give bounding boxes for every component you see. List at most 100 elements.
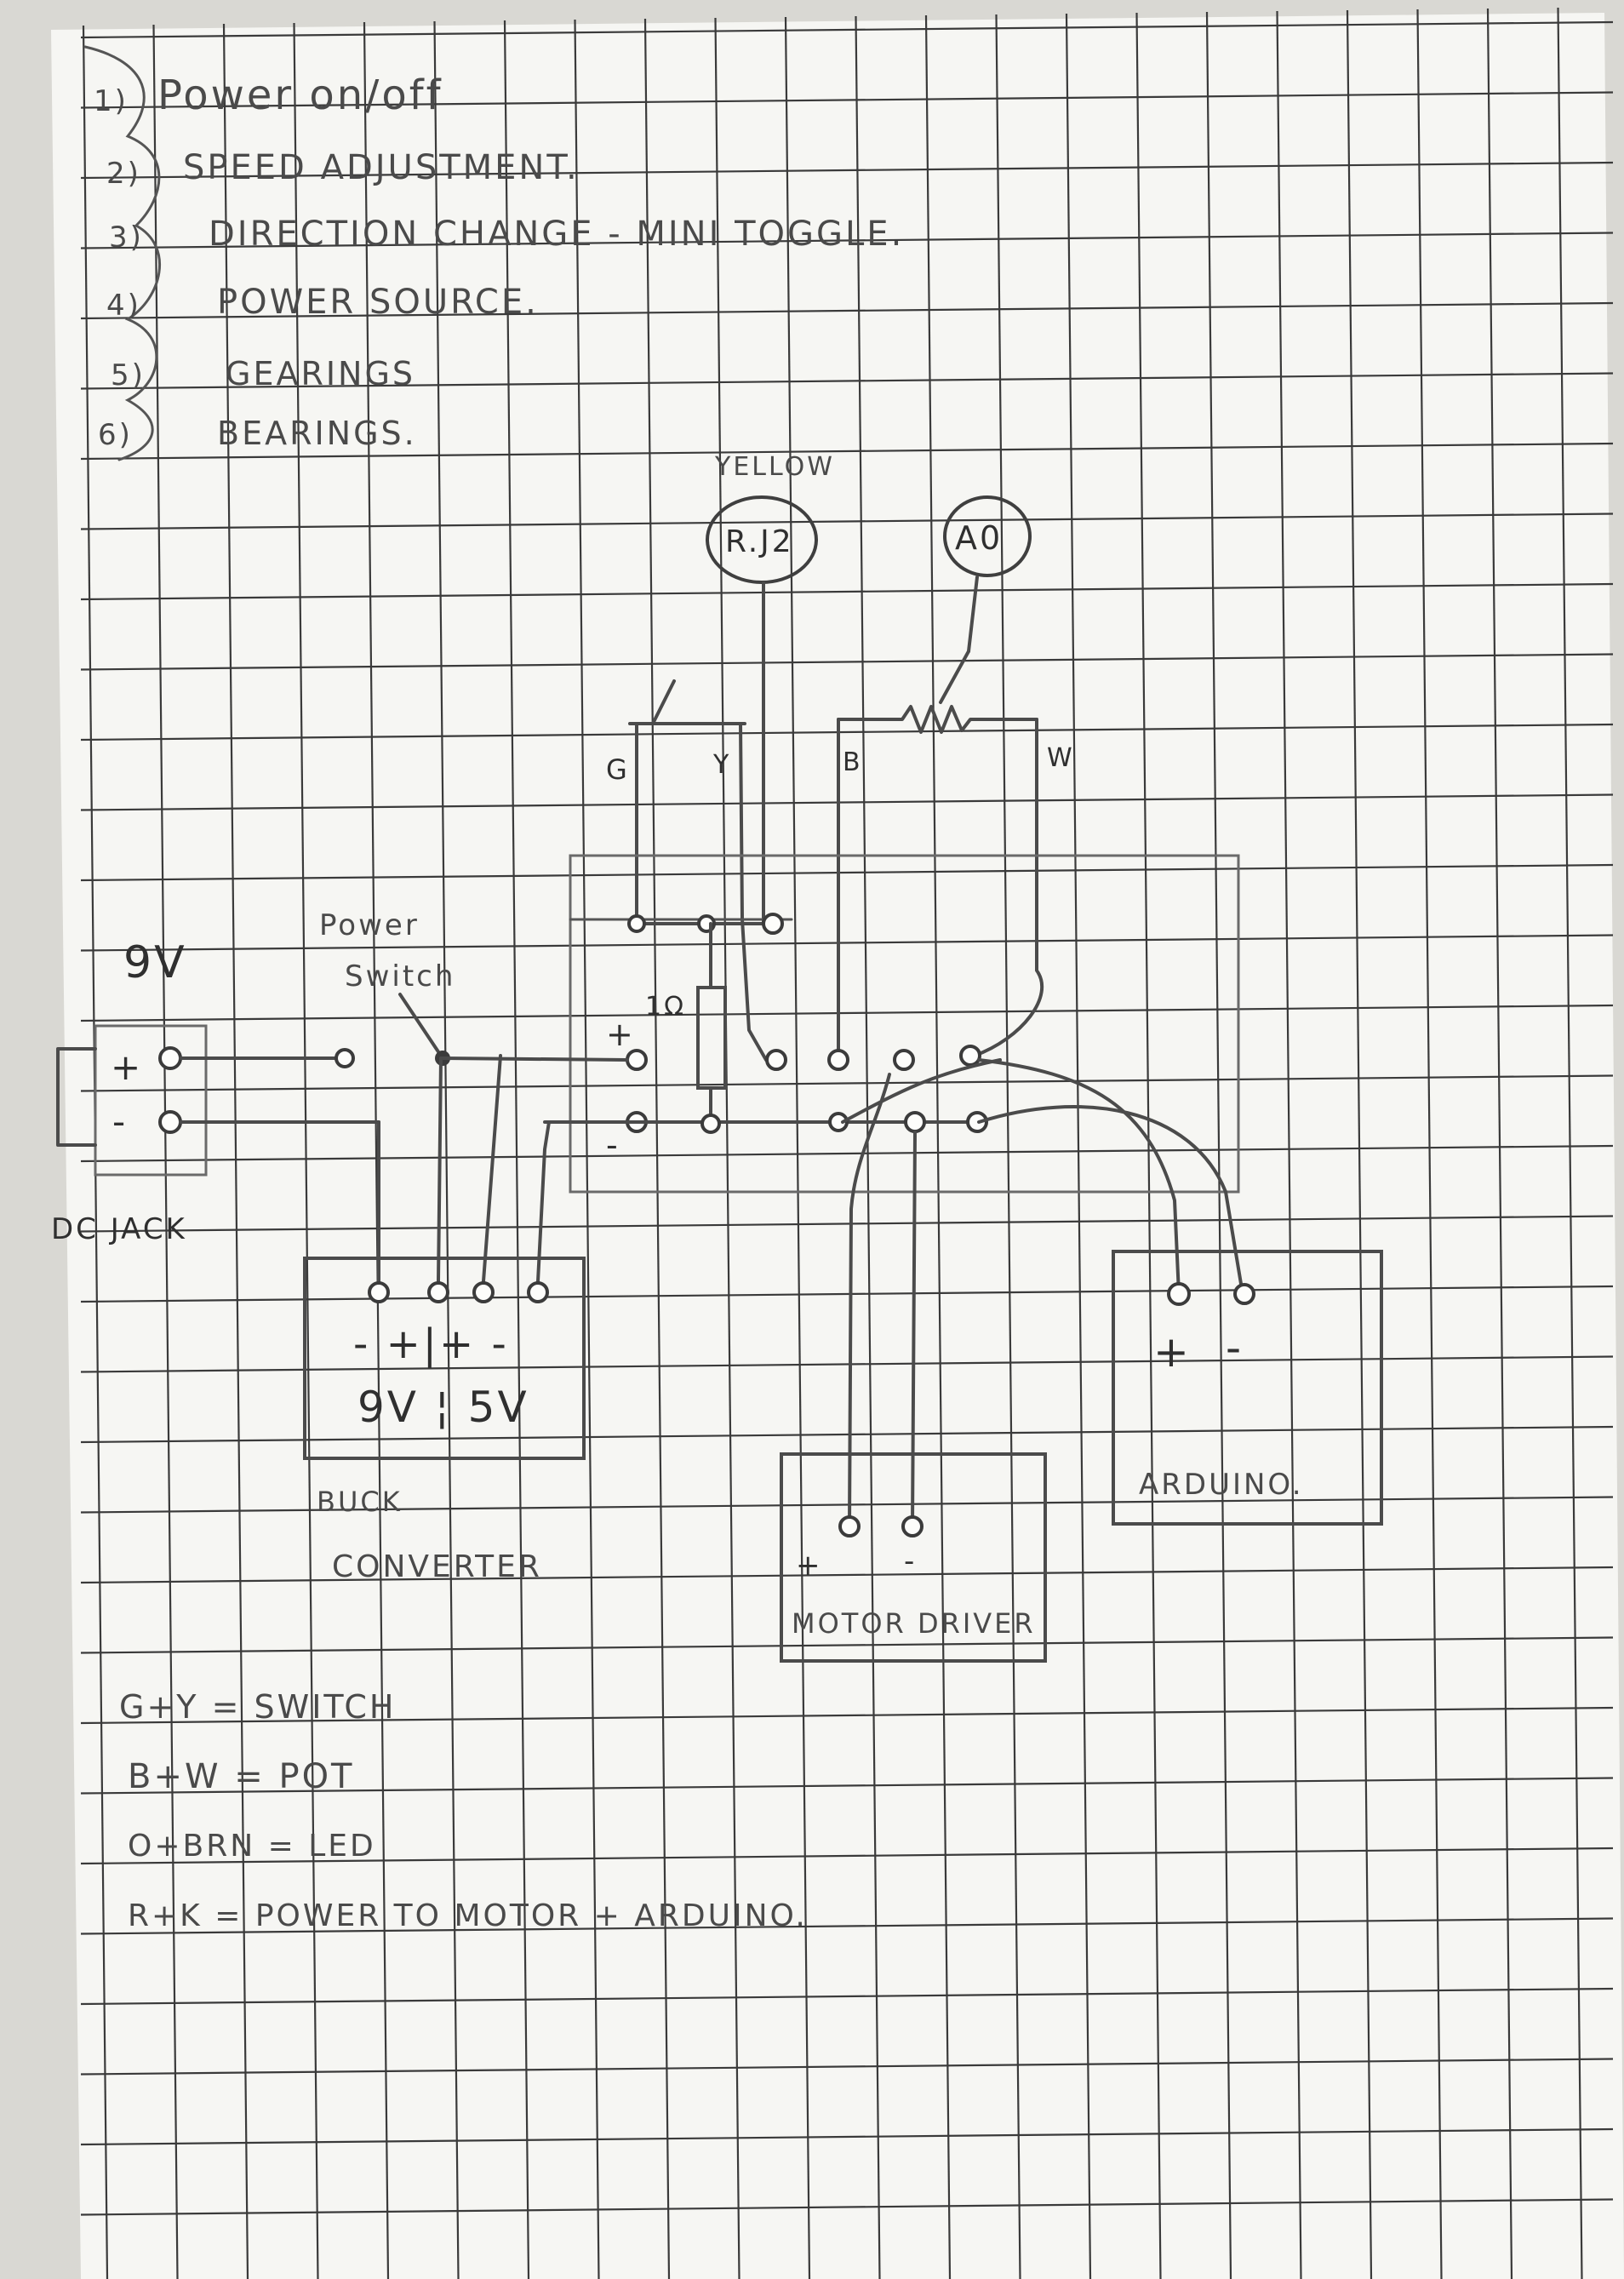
terminal-g — [627, 914, 646, 933]
grid-vertical-line — [784, 16, 811, 2279]
grid-vertical-line — [1205, 11, 1232, 2279]
grid-horizontal-line — [80, 653, 1614, 671]
wire-motor-plus — [848, 1073, 891, 1528]
plus-rail-terminal — [626, 1049, 648, 1071]
buck-voltages: 9V ¦ 5V — [357, 1383, 529, 1432]
terminal-rj2 — [762, 913, 784, 935]
wire-arduino-plus — [977, 1058, 1181, 1296]
grid-horizontal-line — [80, 301, 1614, 320]
switch-and-pot-wiring: G Y B W — [606, 575, 1072, 1062]
wire-arduino-cross — [841, 1058, 1002, 1124]
wire-arduino-minus — [977, 1105, 1244, 1296]
dc-jack-minus: - — [112, 1101, 128, 1142]
motor-driver-label: MOTOR DRIVER — [792, 1607, 1036, 1640]
wire-buck-plus-out — [482, 1054, 502, 1283]
dc-jack: 9V + - DC JACK — [51, 937, 208, 1246]
grid-horizontal-line — [80, 1425, 1614, 1444]
pot-wire — [837, 705, 1038, 734]
grid-horizontal-line — [80, 1917, 1614, 1935]
pin-a0-label: A0 — [955, 519, 1003, 557]
grid-horizontal-line — [80, 2198, 1614, 2216]
grid-vertical-line — [152, 24, 179, 2279]
legend-line-2: B+W = POT — [128, 1757, 355, 1796]
arduino-terminal-plus — [1167, 1282, 1191, 1306]
wire-buck-minus-out — [536, 1120, 551, 1283]
note-number-4: 4) — [106, 289, 141, 323]
note-text-3: DIRECTION CHANGE - MINI TOGGLE. — [209, 215, 904, 254]
pin-rj2-label: R.J2 — [725, 524, 794, 559]
grid-vertical-line — [643, 18, 671, 2279]
wire-a0 — [967, 575, 979, 653]
dc-jack-plus: + — [111, 1046, 143, 1088]
pin-rj2-circle — [706, 495, 818, 584]
pin-a0-circle — [943, 495, 1032, 577]
power-switch-label-1: Power — [319, 908, 420, 942]
grid-vertical-line — [574, 19, 600, 2279]
grid-horizontal-line — [80, 2058, 1614, 2076]
power-switch-label-2: Switch — [345, 959, 455, 993]
buck-terminal-polarity: - +|+ - — [353, 1320, 509, 1368]
grid-horizontal-line — [80, 1215, 1614, 1233]
dc-jack-body — [94, 1024, 208, 1177]
wire-label-y: Y — [712, 750, 731, 780]
grid-horizontal-line — [80, 793, 1614, 811]
grid-horizontal-line — [80, 582, 1614, 601]
grid-horizontal-line — [80, 723, 1614, 742]
switch-toggle-mark — [652, 679, 676, 724]
grid-horizontal-line — [80, 1004, 1614, 1022]
grid-horizontal-line — [80, 1706, 1614, 1725]
paper-sheet — [51, 13, 1624, 2279]
nine-volt-label: 9V — [123, 937, 187, 988]
wire-legend: G+Y = SWITCH B+W = POT O+BRN = LED R+K =… — [119, 1688, 808, 1933]
terminal-bottom-2 — [904, 1111, 926, 1133]
buck-converter-box — [303, 1257, 586, 1460]
grid-horizontal-line — [80, 1144, 1614, 1163]
list-bracket — [83, 45, 161, 461]
switch-lever — [398, 993, 443, 1057]
terminal-row-2 — [827, 1049, 849, 1071]
legend-line-3: O+BRN = LED — [128, 1829, 376, 1864]
grid-vertical-line — [1135, 12, 1162, 2279]
grid-horizontal-line — [80, 1987, 1614, 2006]
arduino: + - ARDUINO. — [841, 1058, 1383, 1526]
motor-plus-label: + — [796, 1549, 823, 1583]
buck-terminal-3 — [472, 1281, 495, 1303]
grid-horizontal-line — [80, 442, 1614, 461]
grid-vertical-line — [1557, 7, 1583, 2279]
arduino-label: ARDUINO. — [1139, 1468, 1304, 1502]
pot-wiper — [939, 650, 970, 704]
grid-horizontal-line — [80, 161, 1614, 180]
note-number-1: 1) — [94, 84, 129, 118]
grid-horizontal-line — [80, 20, 1614, 39]
wire-buck-plus-in — [437, 1056, 443, 1283]
minus-rail-t2 — [700, 1114, 721, 1134]
grid-horizontal-line — [80, 863, 1614, 882]
grid-horizontal-line — [80, 1285, 1614, 1303]
note-text-5: GEARINGS — [226, 355, 415, 392]
arduino-terminal-minus — [1233, 1283, 1255, 1305]
legend-line-4: R+K = POWER TO MOTOR + ARDUINO. — [128, 1898, 808, 1933]
wire-motor-minus — [911, 1131, 917, 1528]
board-outline — [569, 854, 1240, 1194]
switch-terminal-in — [335, 1048, 355, 1068]
grid-horizontal-line — [80, 2127, 1614, 2146]
main-board: 1Ω + - — [543, 854, 1240, 1194]
power-switch: Power Switch — [179, 908, 629, 1283]
note-text-1: Power on/off — [157, 72, 443, 119]
note-number-3: 3) — [109, 220, 144, 255]
grid-vertical-line — [1065, 13, 1092, 2279]
grid-vertical-line — [363, 21, 390, 2279]
notes-list: 1) Power on/off 2) SPEED ADJUSTMENT. 3) … — [83, 45, 904, 461]
grid-horizontal-line — [80, 232, 1614, 249]
grid-vertical-line — [1416, 9, 1443, 2279]
wire-label-b: B — [843, 747, 863, 777]
motor-driver-box — [780, 1452, 1047, 1663]
grid-vertical-line — [222, 23, 249, 2279]
motor-terminal-minus — [901, 1515, 924, 1537]
grid-vertical-line — [1346, 9, 1373, 2279]
arduino-plus-label: + — [1153, 1327, 1192, 1377]
grid-horizontal-line — [80, 372, 1614, 390]
note-text-2: SPEED ADJUSTMENT. — [183, 148, 580, 187]
grid-horizontal-line — [80, 1636, 1614, 1654]
